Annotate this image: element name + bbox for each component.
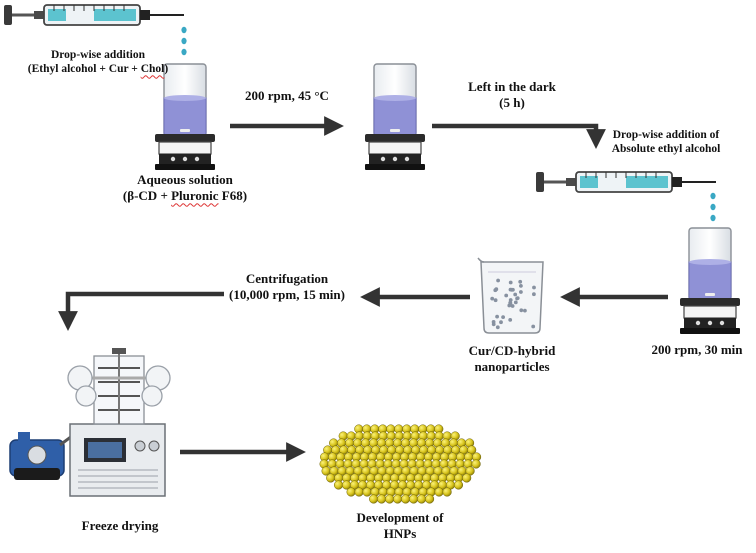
beaker-2-icon — [373, 63, 417, 137]
syringe-1-icon — [3, 4, 185, 26]
stirrer-1-icon — [154, 133, 216, 171]
drops-2-icon — [710, 192, 716, 222]
label-stir-1: 200 rpm, 45 °C — [245, 88, 329, 103]
freeze-dryer-icon — [9, 348, 171, 497]
label-dropwise-1: Drop-wise addition (Ethyl alcohol + Cur … — [27, 49, 169, 76]
stirrer-2-icon — [364, 133, 426, 171]
syringe-2-icon — [535, 171, 717, 193]
arrow-2 — [432, 123, 606, 149]
beaker-3-icon — [688, 227, 732, 301]
arrow-5 — [58, 291, 224, 331]
nanoparticle-beaker-icon — [477, 257, 544, 334]
label-centrifugation: Centrifugation (10,000 rpm, 15 min) — [229, 271, 345, 303]
label-aqueous-solution: Aqueous solution (β-CD + Pluronic F68) — [122, 172, 248, 204]
label-hnps: Development of HNPs — [356, 510, 444, 542]
label-stir-2: 200 rpm, 30 min — [651, 342, 743, 357]
stirrer-3-icon — [679, 297, 741, 335]
label-nanoparticles: Cur/CD-hybrid nanoparticles — [468, 343, 556, 375]
label-freeze-drying: Freeze drying — [81, 518, 159, 533]
label-dropwise-2: Drop-wise addition of Absolute ethyl alc… — [611, 129, 721, 156]
label-dark: Left in the dark (5 h) — [468, 79, 556, 111]
drops-1-icon — [181, 26, 187, 56]
hnp-particles-icon — [319, 424, 482, 504]
